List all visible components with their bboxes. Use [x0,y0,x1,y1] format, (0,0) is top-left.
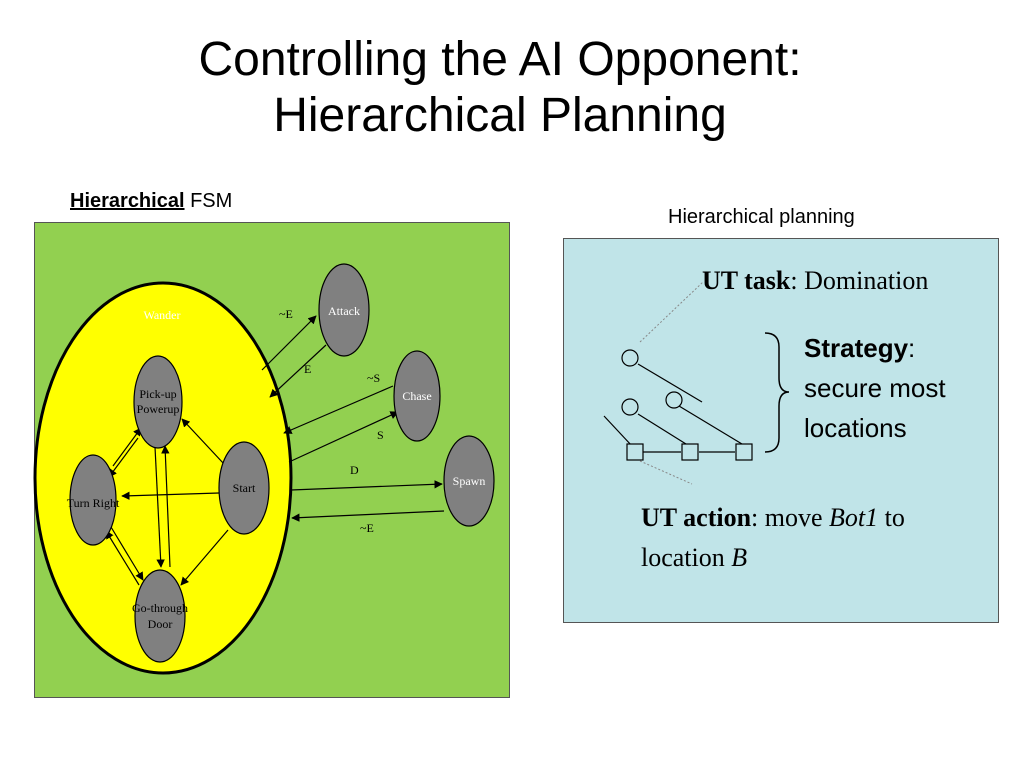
state-go-through-label-1: Go-through [132,601,188,615]
tree-action-1 [626,443,644,461]
edge-chase-to-wander [283,385,394,434]
planning-caption: Hierarchical planning [668,206,855,228]
edge-start-to-turnright [121,491,220,500]
ut-task-text: UT task: Domination [702,266,928,296]
state-turn-right-label: Turn Right [67,496,120,510]
tree-action-2 [681,443,699,461]
tree-node-sub-1 [621,398,639,416]
edge-label-not-s-chase: ~S [367,371,380,385]
state-start-label: Start [233,481,256,495]
title-line-1: Controlling the AI Opponent: [198,33,802,86]
slide-title: Controlling the AI Opponent: Hierarchica… [0,32,1000,144]
tree-edge-subtask1 [637,413,687,445]
fsm-caption-rest: FSM [184,190,233,212]
ut-action-text: UT action: move Bot1 to location B [641,498,905,578]
edge-gothrough-to-turnright [105,530,140,586]
edge-turnright-to-pickup [112,427,142,467]
state-turn-right [69,454,117,546]
ut-action-bold: UT action [641,503,752,532]
state-go-through-label-2: Door [148,617,173,631]
ut-action-bot: Bot1 [829,503,879,532]
state-pickup-label-1: Pick-up [139,387,176,401]
tree-action-3 [735,443,753,461]
edge-label-not-e-spawn: ~E [360,521,374,535]
state-attack-label: Attack [328,304,360,318]
strategy-text: Strategy: secure most locations [804,328,946,448]
edge-spawn-to-wander [291,510,445,522]
edge-wander-to-spawn [290,480,443,491]
state-attack [318,263,370,357]
edge-pickup-to-gothrough [154,446,165,568]
ut-action-rest-2: to [878,503,905,532]
state-chase [393,350,441,442]
ut-action-rest-1: : move [751,503,830,532]
edge-wander-to-attack [261,315,317,371]
tree-edge-leaf-diag [603,415,633,447]
tree-node-root [621,349,639,367]
strategy-line-2: secure most [804,373,946,403]
ut-task-rest: : Domination [790,266,929,295]
strategy-bold: Strategy [804,333,909,363]
tree-dotted-link-top [639,281,704,343]
edge-label-s-chase: S [377,428,384,442]
ut-task-bold: UT task [702,266,791,295]
tree-edge-subtask2 [678,405,743,445]
edge-label-not-e-attack: ~E [279,307,293,321]
strategy-brace [764,332,790,453]
state-pickup-label-2: Powerup [137,402,180,416]
edge-start-to-gothrough [180,529,229,586]
edge-wander-to-chase [288,411,399,463]
strategy-colon: : [908,333,916,363]
state-spawn [443,435,495,527]
edge-gothrough-to-pickup [161,445,171,568]
fsm-caption-bold: Hierarchical [70,190,185,212]
wander-label: Wander [143,308,180,322]
wander-state [33,281,293,675]
edge-start-to-pickup [181,418,225,465]
state-start [218,441,270,535]
tree-edge-root-task [637,363,703,403]
edge-attack-to-wander [269,344,327,398]
ut-action-line-2: location [641,543,732,572]
tree-node-sub-2 [665,391,683,409]
fsm-caption: Hierarchical FSM [70,190,232,213]
title-line-2: Hierarchical Planning [273,89,727,142]
planning-panel [563,238,999,623]
edge-label-d-spawn: D [350,463,359,477]
edge-turnright-to-gothrough [110,526,144,581]
tree-dotted-link-bottom [639,460,693,485]
strategy-line-3: locations [804,413,907,443]
state-pickup-powerup [133,355,183,449]
ut-action-location: B [731,543,748,572]
state-chase-label: Chase [402,389,431,403]
edge-label-e-attack: E [304,362,311,376]
state-spawn-label: Spawn [453,474,486,488]
state-go-through-door [134,569,186,663]
edge-pickup-to-turnright [108,437,139,478]
